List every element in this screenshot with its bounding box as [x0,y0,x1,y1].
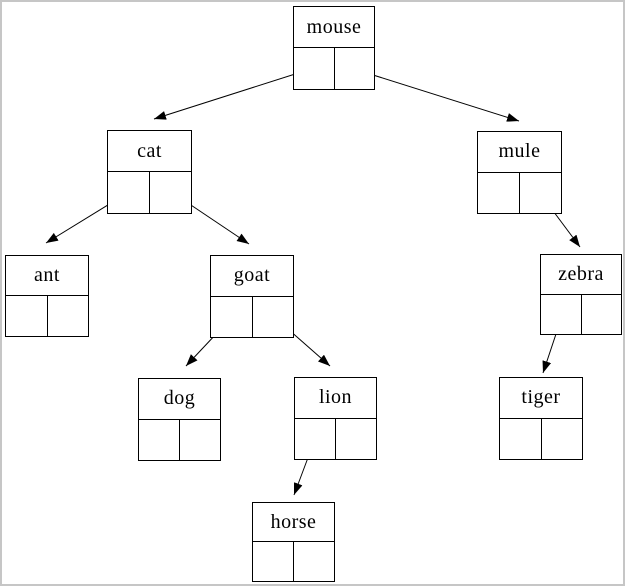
left-pointer-cell-zebra [541,294,582,334]
node-label-tiger: tiger [500,378,582,419]
right-pointer-cell-dog [180,420,220,461]
right-pointer-cell-horse [294,542,334,581]
node-pointer-cells [211,296,294,338]
right-pointer-cell-mouse [335,48,375,89]
left-pointer-cell-tiger [500,418,542,459]
node-label-mouse: mouse [294,7,374,48]
node-pointer-cells [139,419,220,461]
node-pointer-cells [295,418,376,460]
right-pointer-cell-tiger [542,419,583,460]
node-pointer-cells [500,418,583,460]
node-label-goat: goat [211,256,293,297]
node-pointer-cells [108,172,191,213]
left-pointer-cell-horse [253,542,294,581]
right-pointer-cell-goat [253,297,294,338]
tree-node-lion: lion [294,377,377,460]
node-pointer-cells [253,542,334,581]
left-pointer-cell-goat [211,296,253,337]
node-label-dog: dog [139,379,220,420]
left-pointer-cell-mouse [294,48,335,89]
node-label-cat: cat [108,131,191,172]
node-pointer-cells [6,296,88,336]
right-pointer-cell-cat [150,172,191,213]
right-pointer-cell-zebra [582,295,622,335]
node-label-lion: lion [295,378,376,419]
node-pointer-cells [478,172,561,214]
tree-node-zebra: zebra [540,254,622,335]
node-pointer-cells [294,48,374,89]
right-pointer-cell-mule [520,173,561,214]
tree-node-mouse: mouse [293,6,375,90]
node-label-mule: mule [478,132,561,173]
left-pointer-cell-ant [6,296,48,336]
node-label-ant: ant [6,256,88,296]
node-pointer-cells [541,294,622,335]
tree-node-dog: dog [138,378,221,461]
tree-node-horse: horse [252,502,335,582]
tree-node-tiger: tiger [499,377,583,460]
tree-node-ant: ant [5,255,89,337]
node-label-horse: horse [253,503,334,542]
right-pointer-cell-ant [48,296,89,336]
tree-node-goat: goat [210,255,294,338]
left-pointer-cell-dog [139,419,180,460]
tree-node-mule: mule [477,131,562,214]
edge-mouse-right-to-mule [353,68,520,122]
right-pointer-cell-lion [336,419,376,460]
tree-node-cat: cat [107,130,192,214]
left-pointer-cell-mule [478,172,520,213]
edge-mouse-left-to-cat [153,67,315,120]
left-pointer-cell-cat [108,172,150,213]
left-pointer-cell-lion [295,418,336,459]
node-label-zebra: zebra [541,255,621,295]
